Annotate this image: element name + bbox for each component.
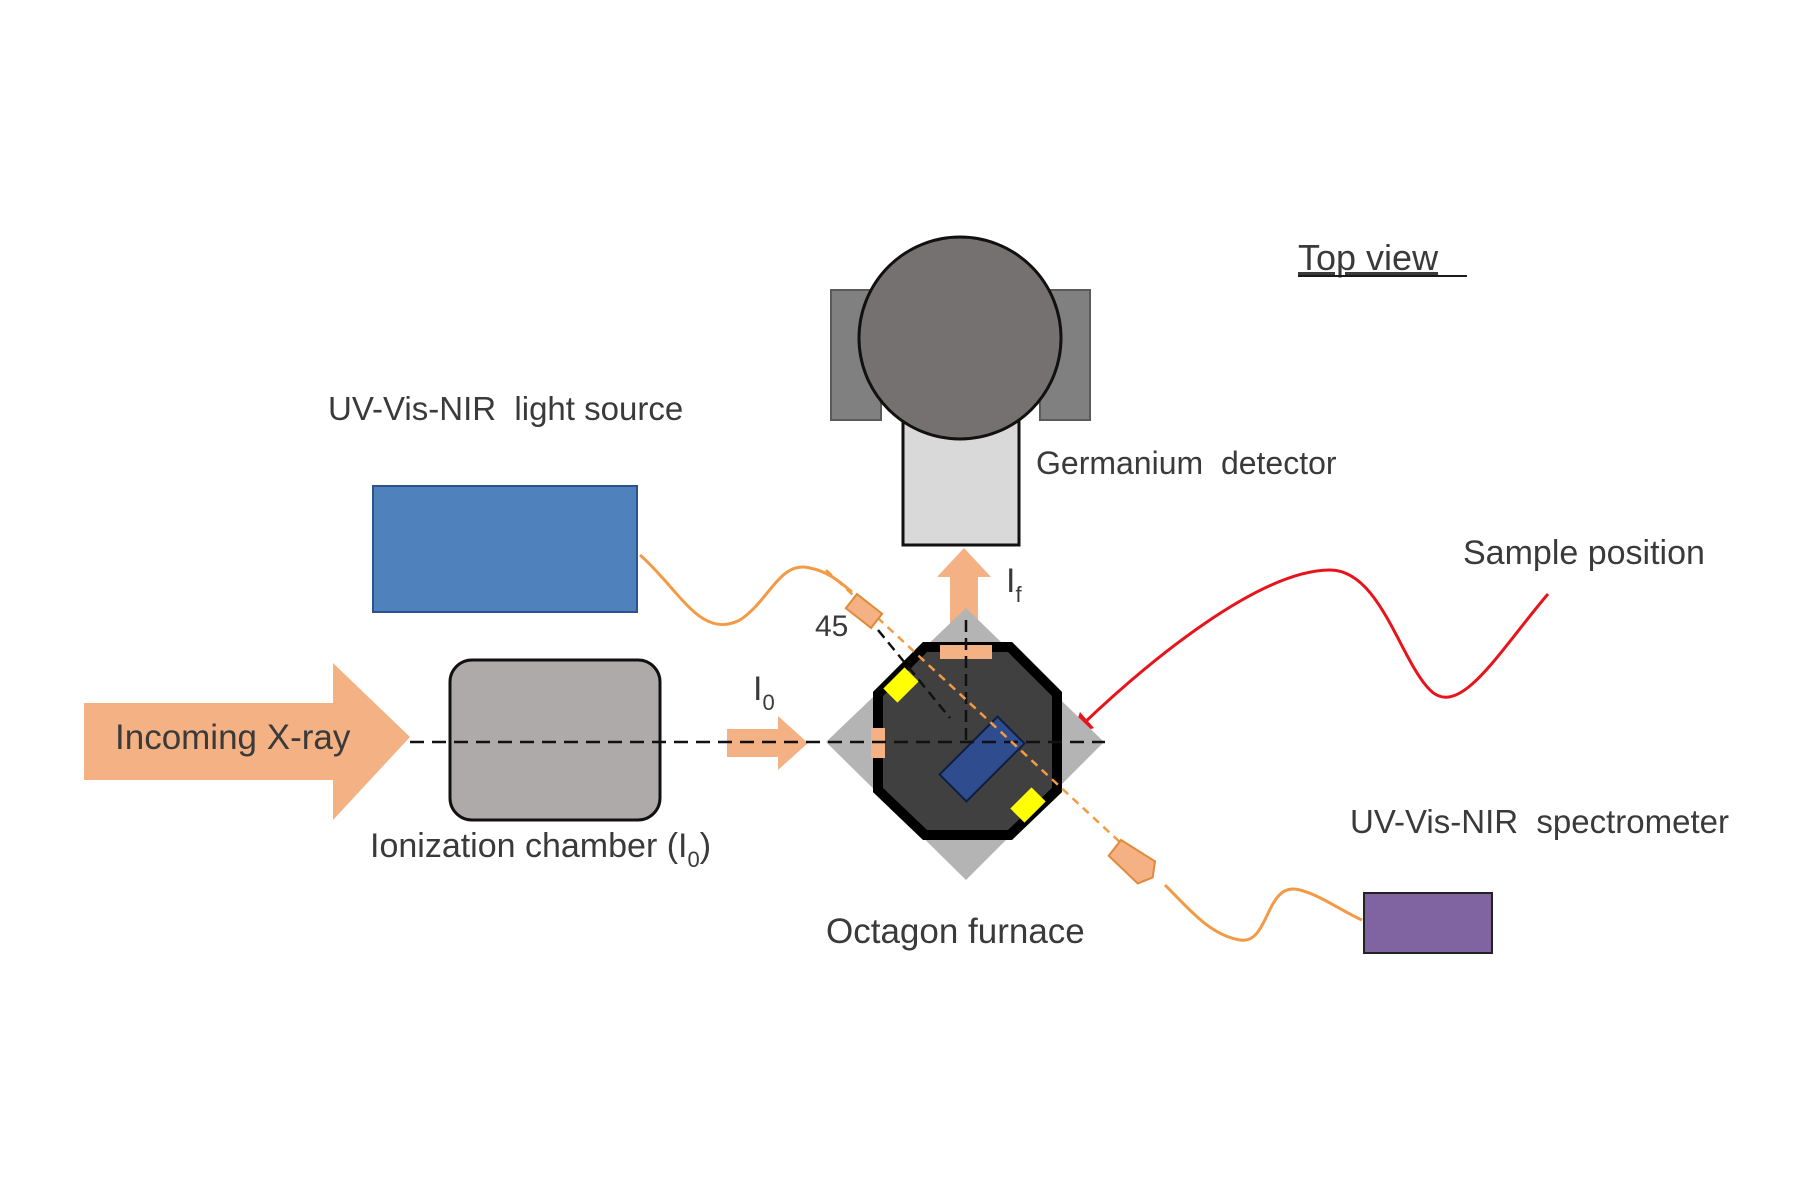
light-source-fiber <box>639 553 853 627</box>
sample <box>938 715 1026 803</box>
furnace-top-port <box>940 645 992 659</box>
label-sample-position: Sample position <box>1463 534 1705 572</box>
sample-position-pointer <box>1080 568 1550 727</box>
furnace-window-upper <box>883 667 919 703</box>
furnace-window-lower <box>1010 787 1046 823</box>
label-i0: I0 <box>753 670 775 715</box>
if-beam-arrow <box>937 548 991 627</box>
detector-body <box>857 235 1063 441</box>
title-top-view: Top view <box>1298 237 1439 278</box>
label-germanium-detector: Germanium detector <box>1036 445 1337 481</box>
label-if: If <box>1006 562 1022 607</box>
spectrometer-fiber <box>1163 883 1363 942</box>
input-fiber-probe <box>844 592 884 630</box>
optical-path <box>825 569 1151 871</box>
output-fiber-probe <box>1107 838 1157 885</box>
label-octagon-furnace: Octagon furnace <box>826 912 1085 951</box>
label-spectrometer: UV-Vis-NIR spectrometer <box>1350 803 1729 840</box>
octagon-furnace <box>826 608 1104 880</box>
angle-reference-line <box>877 629 951 719</box>
spectrometer-box <box>1363 892 1493 954</box>
ionization-chamber <box>448 658 662 822</box>
germanium-detector <box>830 235 1091 547</box>
light-source-box <box>372 485 638 613</box>
label-light-source: UV-Vis-NIR light source <box>328 390 683 427</box>
label-ionization-chamber: Ionization chamber (I0) <box>370 827 711 872</box>
incoming-xray-arrow <box>84 663 410 820</box>
label-incoming-xray: Incoming X-ray <box>115 718 351 757</box>
label-angle-45: 45 <box>815 610 848 643</box>
